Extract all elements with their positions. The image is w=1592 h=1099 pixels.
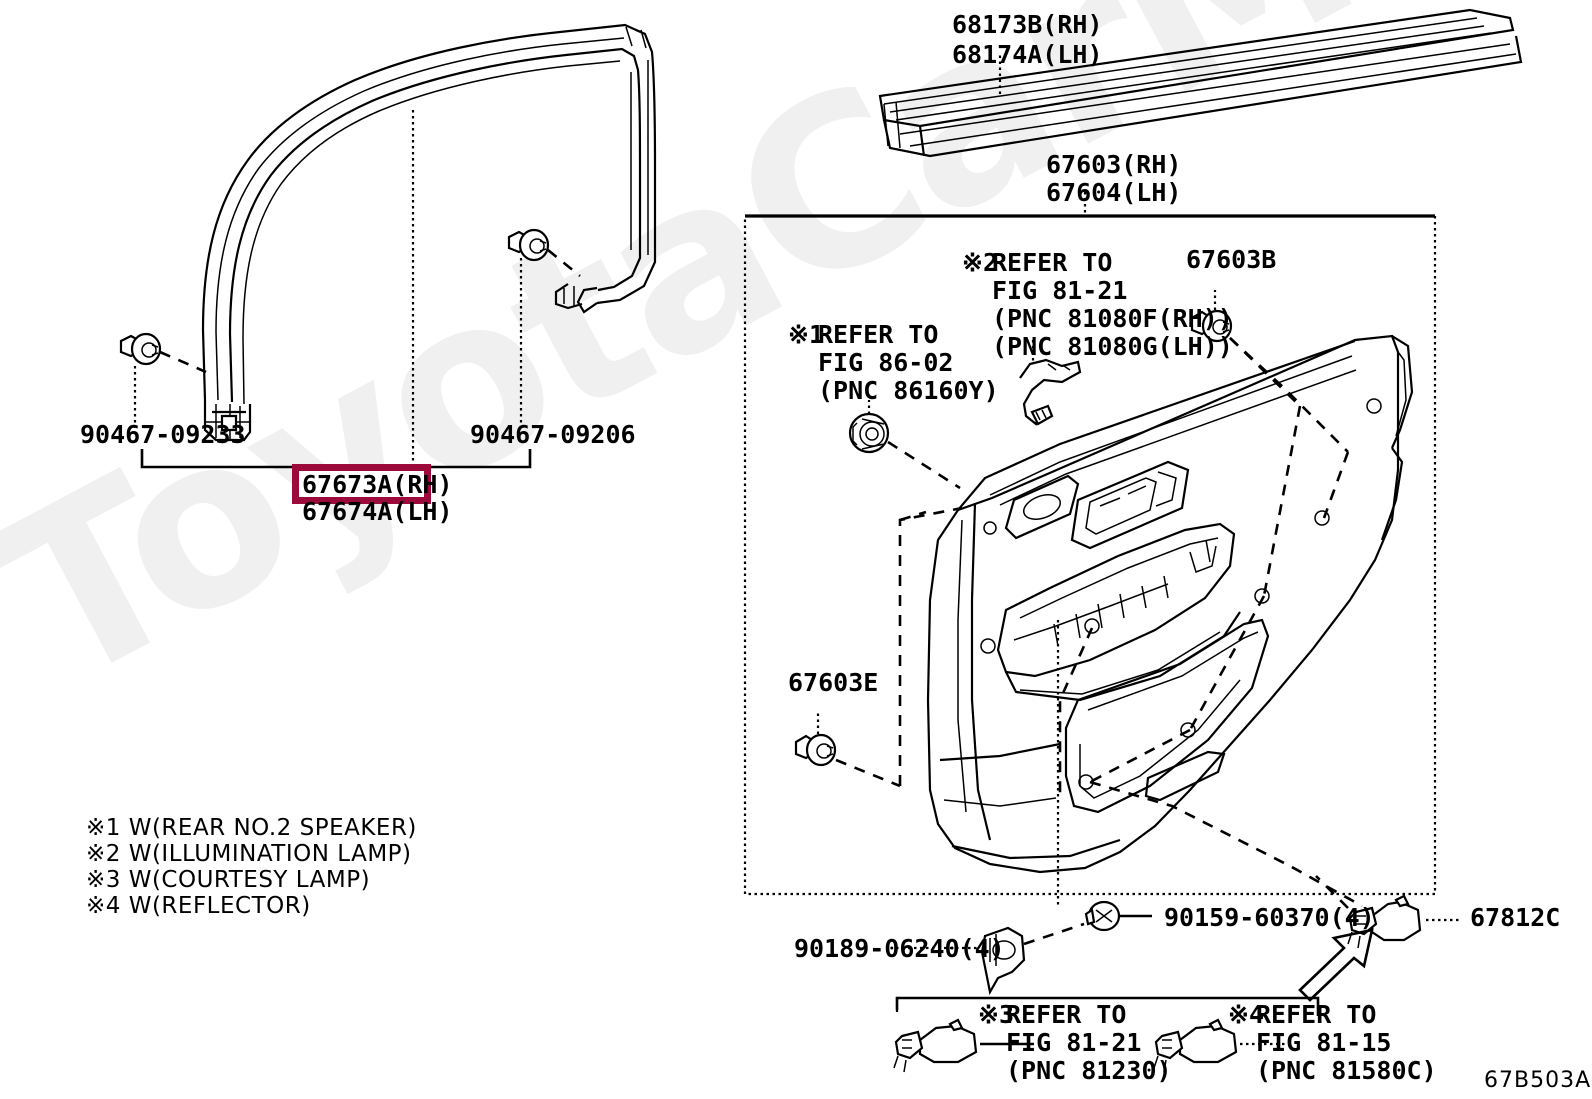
refer-note-2-line4: (PNC 81080G(LH)) (992, 332, 1233, 361)
label-clip-90467-09206: 90467-09206 (470, 420, 636, 449)
label-clip-90467-09233: 90467-09233 (80, 420, 246, 449)
legend-item-1: ※1 W(REAR NO.2 SPEAKER) (86, 815, 417, 841)
label-part-67812c: 67812C (1470, 903, 1561, 932)
refer-note-4-marker: ※4 (1228, 1000, 1264, 1029)
clip-icon-90467-09206 (507, 228, 550, 262)
refer-note-2-line1: REFER TO (992, 248, 1113, 277)
label-door-trim-rh: 67603(RH) (1046, 150, 1182, 179)
rear-door-trim-panel (926, 334, 1414, 874)
legend-item-4: ※4 W(REFLECTOR) (86, 893, 311, 919)
label-clip-67603e: 67603E (788, 668, 879, 697)
refer-note-4-line2: FIG 81-15 (1256, 1028, 1392, 1057)
label-belt-moulding-lh: 68174A(LH) (952, 40, 1103, 69)
refer-note-3-line1: REFER TO (1006, 1000, 1127, 1029)
refer-note-1-marker: ※1 (788, 320, 824, 349)
refer-note-4-line3: (PNC 81580C) (1256, 1056, 1437, 1085)
reflector-icon (1153, 1018, 1292, 1073)
refer-note-1-line3: (PNC 86160Y) (818, 376, 999, 405)
speaker-icon (848, 400, 961, 490)
glass-run-channel-illustration (119, 23, 657, 474)
screw-icon-90159-60370 (1084, 900, 1152, 932)
figure-code: 67B503A (1484, 1068, 1592, 1093)
clip-icon-90467-09233 (119, 332, 162, 366)
refer-note-1-line1: REFER TO (818, 320, 939, 349)
door-trim-assembly-box (743, 192, 1437, 896)
legend-item-2: ※2 W(ILLUMINATION LAMP) (86, 841, 412, 867)
highlight-box-67673a (292, 464, 431, 504)
refer-note-2-line3: (PNC 81080F(RH)) (992, 304, 1233, 333)
refer-note-4-line1: REFER TO (1256, 1000, 1377, 1029)
belt-moulding-illustration (878, 8, 1523, 158)
legend-item-3: ※3 W(COURTESY LAMP) (86, 867, 371, 893)
clip-icon-67603b (1190, 290, 1349, 453)
label-clip-67603b: 67603B (1186, 245, 1277, 274)
illumination-lamp-harness (1019, 340, 1082, 426)
label-run-channel-rh: 67673A(RH) (302, 470, 453, 499)
part-icon-67812c (1298, 875, 1460, 1002)
refer-note-3-line3: (PNC 81230) (1006, 1056, 1172, 1085)
label-screw-90159-60370: 90159-60370(4) (1164, 903, 1375, 932)
label-belt-moulding-rh: 68173B(RH) (952, 10, 1103, 39)
label-run-channel-lh: 67674A(LH) (302, 497, 453, 526)
clip-icon-67603e (794, 712, 901, 788)
label-door-trim-lh: 67604(LH) (1046, 178, 1182, 207)
label-clip-90189-06240: 90189-06240(4) (794, 934, 1005, 963)
courtesy-lamp-icon (893, 1018, 1034, 1073)
refer-note-2-line2: FIG 81-21 (992, 276, 1128, 305)
refer-note-3-marker: ※3 (978, 1000, 1014, 1029)
refer-note-3-line2: FIG 81-21 (1006, 1028, 1142, 1057)
refer-note-1-line2: FIG 86-02 (818, 348, 954, 377)
clip-icon-90189-06240 (896, 922, 1085, 996)
refer-note-2-marker: ※2 (962, 248, 998, 277)
